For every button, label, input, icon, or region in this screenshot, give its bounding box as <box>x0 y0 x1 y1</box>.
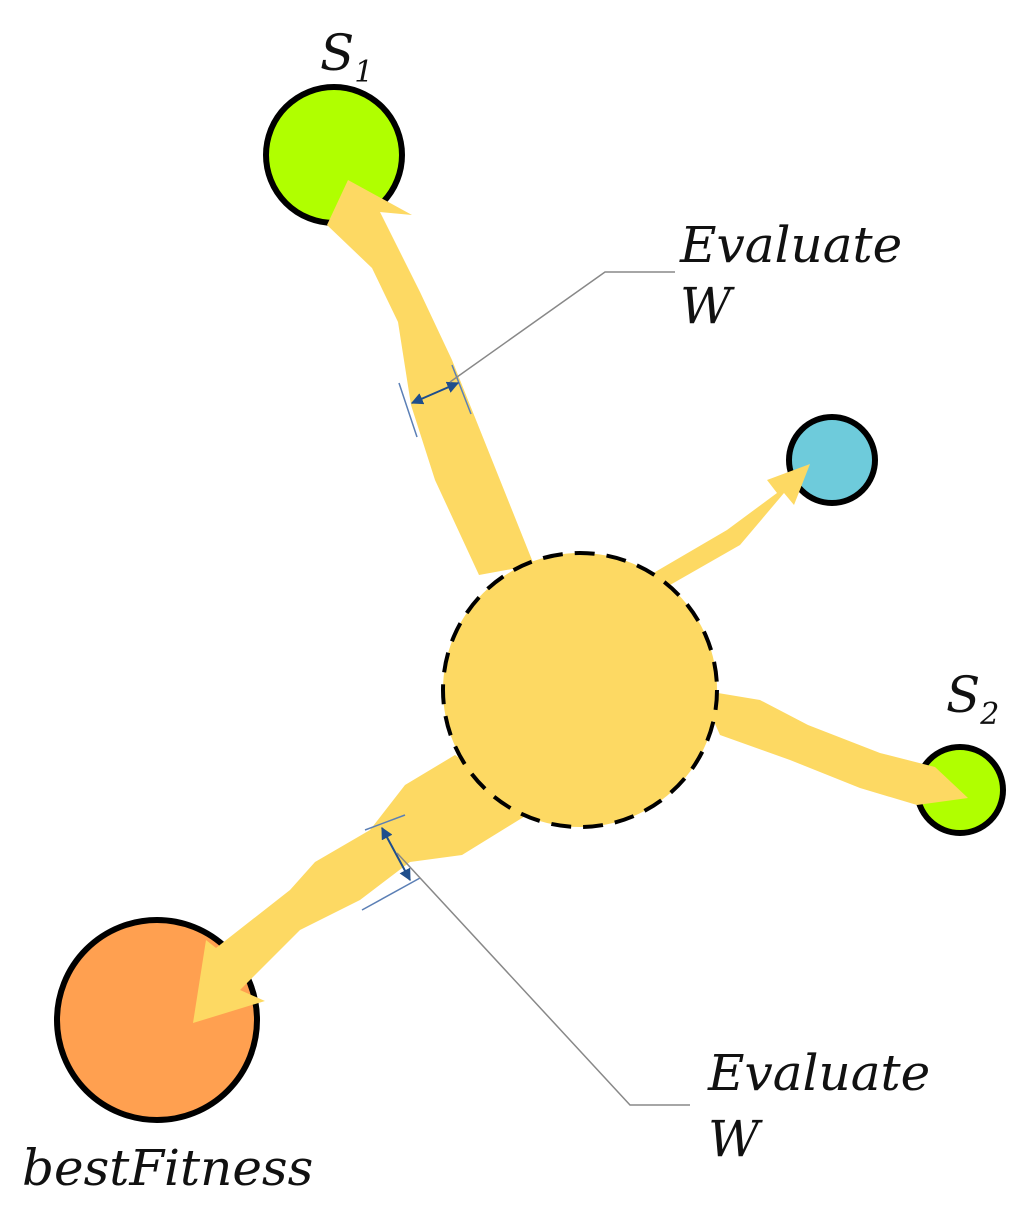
arrow-to-blue-node <box>650 464 810 585</box>
measure-tick-right-bottom <box>361 877 421 911</box>
evaluate-bottom-line2: W <box>708 1110 763 1168</box>
evaluate-bottom-line1: Evaluate <box>707 1044 930 1102</box>
evaluate-top-line1: Evaluate <box>679 216 902 274</box>
best-fitness-label: bestFitness <box>22 1139 313 1197</box>
measure-tick-left-top <box>398 382 418 438</box>
measure-tick-right-top <box>451 364 472 415</box>
blue-node <box>786 414 878 506</box>
arrow-to-s1 <box>327 180 534 575</box>
arrow-to-s2 <box>700 690 968 805</box>
arrow-to-best-fitness <box>193 755 535 1023</box>
measure-arrow-top <box>410 381 460 405</box>
leader-line-top <box>449 271 675 383</box>
s1-label: S1 <box>320 24 373 90</box>
leader-line-bottom <box>396 852 690 1106</box>
measure-arrow-bottom <box>381 826 411 882</box>
evaluate-top-line2: W <box>680 277 735 335</box>
center-node <box>441 551 719 829</box>
s2-label: S2 <box>946 666 999 732</box>
measure-tick-left-bottom <box>364 814 406 831</box>
